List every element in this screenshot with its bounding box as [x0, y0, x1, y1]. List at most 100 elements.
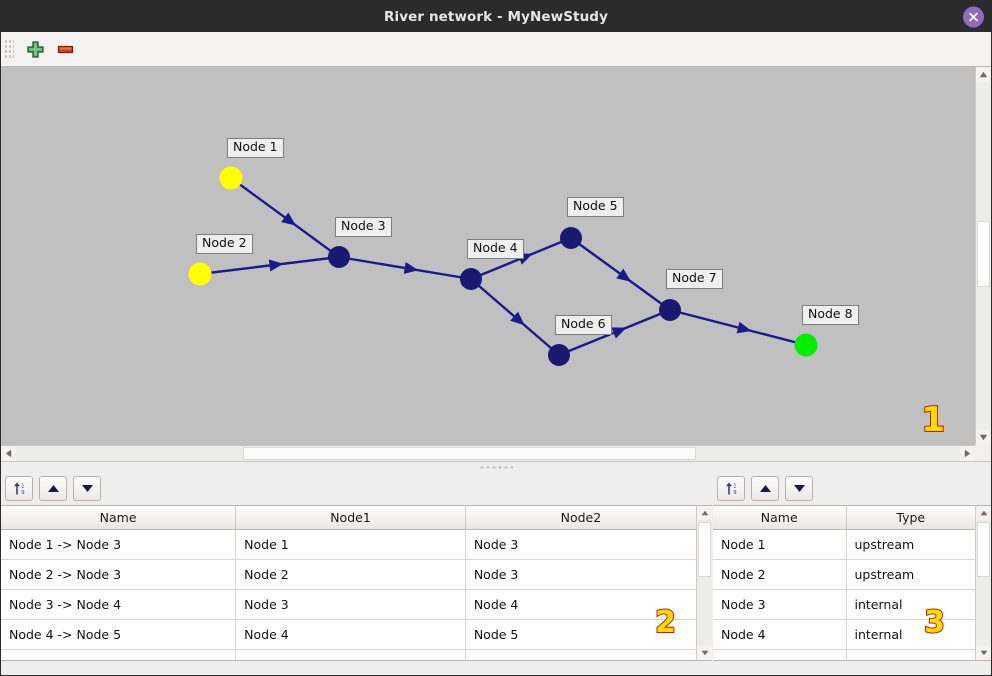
graph-node-node-6[interactable] — [548, 344, 570, 366]
reaches-scroll-up-icon[interactable] — [697, 506, 712, 520]
node-label-node-5[interactable]: Node 5 — [567, 197, 624, 217]
node-label-node-7[interactable]: Node 7 — [666, 269, 723, 289]
nodes-cell-0-1[interactable]: upstream — [846, 529, 975, 560]
nodes-scroll-down-icon[interactable] — [976, 646, 991, 660]
toolbar-drag-grip[interactable] — [3, 38, 14, 60]
nodes-table-empty-row[interactable] — [713, 649, 975, 660]
add-button[interactable] — [20, 35, 50, 63]
scroll-right-icon[interactable] — [960, 446, 975, 461]
edge-Node7-to-Node8[interactable] — [669, 308, 807, 347]
nodes-column-header-name[interactable]: Name — [713, 506, 847, 530]
pane-splitter[interactable] — [1, 461, 991, 472]
graph-node-node-4[interactable] — [460, 268, 482, 290]
graph-node-node-3[interactable] — [328, 246, 350, 268]
reaches-cell-1-2[interactable]: Node 3 — [465, 559, 696, 590]
graph-node-node-5[interactable] — [560, 227, 582, 249]
scroll-up-icon[interactable] — [976, 67, 991, 82]
nodes-cell-0-0[interactable]: Node 1 — [713, 529, 847, 560]
close-icon[interactable] — [963, 6, 984, 27]
reaches-cell-0-1[interactable]: Node 1 — [235, 529, 466, 560]
node-label-node-8[interactable]: Node 8 — [802, 305, 859, 325]
canvas-v-scroll-thumb[interactable] — [977, 221, 990, 288]
reaches-cell-3-2[interactable]: Node 5 — [465, 619, 696, 650]
triangle-up-glyph — [701, 510, 708, 516]
svg-text:9: 9 — [733, 490, 736, 496]
nodes-sort-button[interactable]: 1 9 — [717, 476, 745, 501]
node-label-node-1[interactable]: Node 1 — [227, 138, 284, 158]
nodes-scroll-thumb[interactable] — [977, 522, 990, 578]
canvas-vertical-scrollbar[interactable] — [975, 67, 991, 445]
reaches-scroll-track[interactable] — [697, 520, 712, 646]
nodes-empty-cell[interactable] — [846, 649, 975, 660]
reaches-cell-1-1[interactable]: Node 2 — [235, 559, 466, 590]
nodes-move-up-button[interactable] — [751, 476, 779, 501]
nodes-cell-3-0[interactable]: Node 4 — [713, 619, 847, 650]
delete-button[interactable] — [50, 35, 80, 63]
red-minus-icon — [57, 45, 73, 53]
reaches-scroll-thumb[interactable] — [698, 522, 711, 578]
reaches-cell-3-1[interactable]: Node 4 — [235, 619, 466, 650]
reaches-empty-cell[interactable] — [465, 649, 696, 660]
node-label-node-4[interactable]: Node 4 — [467, 239, 524, 259]
nodes-vertical-scrollbar[interactable] — [975, 506, 991, 660]
close-glyph — [969, 12, 978, 21]
reaches-column-header-name[interactable]: Name — [1, 506, 237, 530]
reaches-cell-2-1[interactable]: Node 3 — [235, 589, 466, 620]
reaches-cell-2-0[interactable]: Node 3 -> Node 4 — [1, 589, 237, 620]
canvas-h-scroll-thumb[interactable] — [242, 447, 696, 460]
reaches-move-up-button[interactable] — [39, 476, 67, 501]
nodes-cell-2-0[interactable]: Node 3 — [713, 589, 847, 620]
reaches-sort-button[interactable]: 1 9 — [5, 476, 33, 501]
reaches-empty-cell[interactable] — [235, 649, 466, 660]
edge-Node2-to-Node3[interactable] — [199, 255, 340, 276]
canvas-h-scroll-track[interactable] — [16, 446, 960, 461]
canvas-horizontal-scrollbar[interactable] — [1, 445, 975, 461]
nodes-move-down-button[interactable] — [785, 476, 813, 501]
nodes-cell-1-0[interactable]: Node 2 — [713, 559, 847, 590]
reaches-empty-cell[interactable] — [1, 649, 237, 660]
reaches-cell-0-0[interactable]: Node 1 -> Node 3 — [1, 529, 237, 560]
node-label-node-2[interactable]: Node 2 — [196, 234, 253, 254]
graph-node-node-8[interactable] — [794, 333, 818, 357]
reaches-column-header-node1[interactable]: Node1 — [235, 506, 466, 530]
triangle-up-glyph — [979, 71, 988, 78]
scroll-left-icon[interactable] — [1, 446, 16, 461]
reaches-cell-3-0[interactable]: Node 4 -> Node 5 — [1, 619, 237, 650]
graph-node-node-1[interactable] — [219, 166, 243, 190]
reaches-vertical-scrollbar[interactable] — [696, 506, 712, 660]
reaches-scroll-down-icon[interactable] — [697, 646, 712, 660]
reaches-cell-0-2[interactable]: Node 3 — [465, 529, 696, 560]
reaches-column-header-node2[interactable]: Node2 — [465, 506, 696, 530]
nodes-cell-2-1[interactable]: internal — [846, 589, 975, 620]
reaches-cell-1-0[interactable]: Node 2 -> Node 3 — [1, 559, 237, 590]
scroll-down-icon[interactable] — [976, 430, 991, 445]
nodes-cell-1-1[interactable]: upstream — [846, 559, 975, 590]
nodes-scroll-up-icon[interactable] — [976, 506, 991, 520]
reaches-cell-2-2[interactable]: Node 4 — [465, 589, 696, 620]
node-label-node-6[interactable]: Node 6 — [555, 315, 612, 335]
river-network-canvas[interactable]: Node 1 Node 2 Node 3 Node 4 Node 5 Node 6 Node… — [1, 67, 975, 445]
reaches-table-empty-row[interactable] — [1, 649, 696, 660]
graph-node-node-7[interactable] — [659, 299, 681, 321]
graph-node-node-2[interactable] — [188, 262, 212, 286]
canvas-v-scroll-track[interactable] — [976, 82, 991, 430]
nodes-scroll-track[interactable] — [976, 520, 991, 646]
reaches-move-down-button[interactable] — [73, 476, 101, 501]
nodes-empty-cell[interactable] — [713, 649, 847, 660]
node-label-node-3[interactable]: Node 3 — [335, 217, 392, 237]
nodes-cell-3-1[interactable]: internal — [846, 619, 975, 650]
nodes-column-header-type[interactable]: Type — [846, 506, 975, 530]
nodes-panel-footer — [713, 661, 991, 675]
